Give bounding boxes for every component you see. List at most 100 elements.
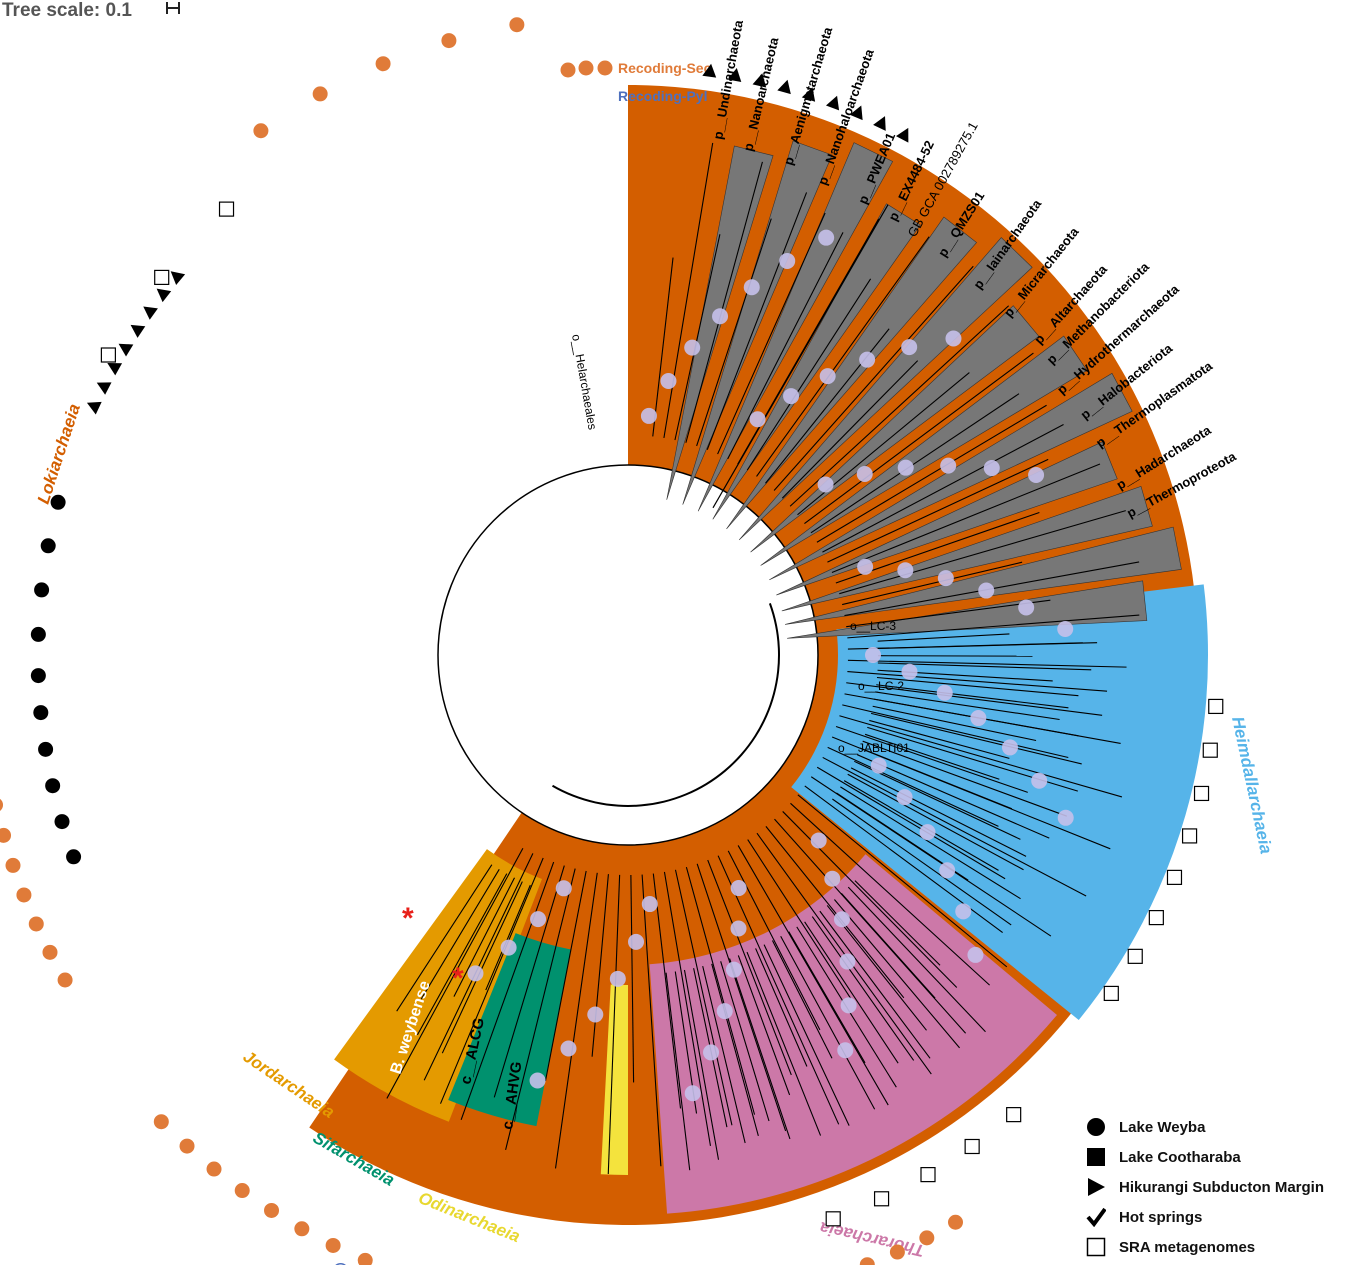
sra-marker — [1006, 1107, 1022, 1123]
lokiarchaeia-branch — [591, 874, 609, 1057]
node-support-circle — [716, 1003, 733, 1020]
sra-marker — [873, 1191, 890, 1207]
recoding-sec-dot — [859, 1257, 875, 1265]
recoding-sec-dot — [42, 944, 58, 960]
lokiarchaeia-branch — [727, 232, 844, 460]
node-support-circle — [779, 252, 796, 269]
heimdallarchaeia-branch — [862, 740, 1068, 817]
node-support-circle — [1001, 739, 1018, 756]
recoding-sec-dot — [357, 1252, 373, 1265]
lokiarchaeia-branch — [816, 404, 1047, 543]
lokiarchaeia-branch — [493, 865, 565, 1098]
node-support-circle — [818, 229, 835, 246]
node-support-circle — [983, 460, 1000, 477]
node-support-circle — [641, 896, 658, 913]
node-support-circle — [901, 339, 918, 356]
recoding-sec-dot — [597, 60, 613, 76]
heimdallarchaeia-branch — [859, 747, 1013, 810]
thorarchaeia-branch — [854, 880, 941, 966]
collapsed-clade-wedge — [726, 216, 977, 530]
node-support-circle — [937, 570, 954, 587]
heimdallarchaeia-branch — [832, 798, 1012, 926]
node-support-circle — [555, 880, 572, 897]
recoding-sec-dot — [16, 887, 32, 903]
lokiarchaeia-branch — [839, 510, 1126, 595]
heimdallarchaeia-branch — [864, 733, 1000, 780]
node-support-circle — [529, 1072, 546, 1089]
recoding-sec-dot — [264, 1202, 280, 1218]
thorarchaeia-branch — [780, 935, 876, 1110]
triangle-icon — [1085, 1176, 1107, 1198]
lokiarchaeia-branch — [717, 855, 840, 1125]
jordarchaeia-branch — [485, 884, 531, 991]
thorarchaeia-branch — [841, 893, 936, 999]
hikurangi-marker — [873, 116, 886, 131]
thorarchaeia-branch — [847, 886, 986, 1033]
node-support-circle — [609, 970, 626, 987]
node-support-circle — [824, 870, 841, 887]
node-support-circle — [837, 1042, 854, 1059]
node-support-circle — [560, 1040, 577, 1057]
thorarchaeia-branch — [804, 921, 899, 1064]
hikurangi-marker — [170, 271, 186, 285]
heimdallarchaeia-branch — [877, 633, 1010, 642]
heimdallarchaeia-branch — [857, 754, 1050, 839]
sra-marker — [1202, 742, 1218, 758]
lokiarchaeia-branch — [846, 682, 1103, 716]
lokiarchaeia-branch — [827, 746, 999, 827]
lokiarchaeia-branch — [674, 869, 733, 1126]
node-support-circle — [978, 582, 995, 599]
inner-label-jablti01: o__JABLTI01 — [838, 741, 910, 755]
jordarchaeia-branch — [420, 869, 500, 1000]
thorarchaeia-branch — [702, 966, 746, 1144]
node-support-circle — [1057, 809, 1074, 826]
lake-weyba-marker — [45, 778, 61, 794]
collapsed-clade-wedge — [682, 140, 833, 505]
lokiarchaeia-branch — [641, 874, 662, 1167]
lake-weyba-marker — [33, 705, 49, 721]
lake-weyba-marker — [66, 849, 82, 865]
node-support-circle — [833, 911, 850, 928]
node-support-circle — [840, 997, 857, 1014]
node-support-circle — [940, 457, 957, 474]
sra-marker — [825, 1211, 841, 1227]
jordarchaeia-branch — [416, 873, 508, 1036]
lokiarchaeia-branch — [439, 857, 544, 1104]
legend-item-lake-cootharaba: Lake Cootharaba — [1085, 1142, 1324, 1172]
node-support-circle — [1018, 599, 1035, 616]
node-support-circle — [919, 824, 936, 841]
recoding-pyl-dot — [335, 1263, 346, 1265]
node-support-circle — [628, 933, 645, 950]
legend: Lake Weyba Lake Cootharaba Hikurangi Sub… — [1085, 1112, 1324, 1262]
heimdallarchaeia-branch — [869, 719, 1010, 759]
collapsed-clade-wedge — [787, 580, 1148, 639]
legend-label: Hikurangi Subducton Margin — [1119, 1178, 1324, 1196]
node-support-circle — [865, 647, 881, 663]
node-support-circle — [901, 663, 918, 680]
lokiarchaeia-branch — [822, 423, 1064, 553]
heimdallarchaeia-branch — [854, 760, 1021, 840]
legend-item-hikurangi: Hikurangi Subducton Margin — [1085, 1172, 1324, 1202]
node-support-circle — [725, 961, 742, 978]
node-support-circle — [712, 308, 729, 325]
lokiarchaeia-branch — [847, 671, 1108, 692]
lokiarchaeia-branch — [765, 826, 905, 999]
hikurangi-marker — [143, 306, 158, 320]
sra-marker — [1127, 948, 1143, 964]
node-support-circle — [897, 459, 914, 476]
backbone-ring — [437, 464, 819, 846]
hikurangi-marker — [86, 401, 102, 415]
lokiarchaeia-branch — [674, 234, 721, 441]
lokiarchaeia-branch — [781, 360, 919, 499]
odinarchaeia-sector — [600, 984, 628, 1175]
recoding-sec-dot — [948, 1214, 963, 1230]
sra-marker — [1103, 985, 1119, 1002]
clade-label-jordarchaeia: Jordarchaeia — [240, 1047, 338, 1122]
node-support-circle — [967, 946, 984, 963]
recoding-sec-dot — [0, 798, 4, 811]
thorarchaeia-branch — [729, 958, 791, 1140]
lokiarchaeia-branch — [663, 871, 712, 1146]
hikurangi-marker — [752, 73, 767, 88]
node-support-circle — [955, 903, 972, 920]
